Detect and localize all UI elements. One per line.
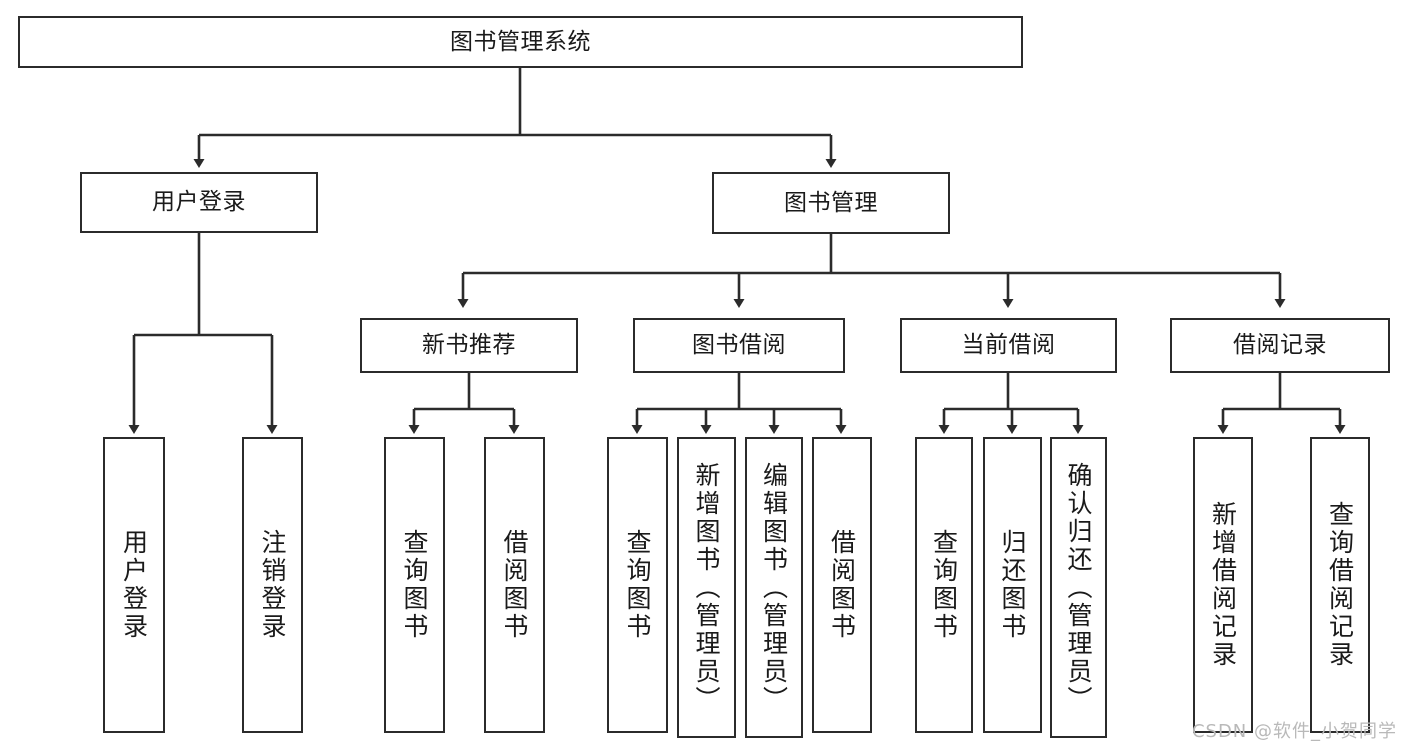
node-leaf-query-record-label: 查询借阅记录 (1325, 501, 1355, 669)
node-leaf-query-book-2[interactable]: 查询图书 (607, 437, 668, 733)
edges-currentborrow-to-leaves (938, 373, 1084, 434)
node-leaf-borrow-book-1-label: 借阅图书 (500, 529, 529, 641)
node-root-label: 图书管理系统 (450, 28, 591, 55)
node-book-borrow-label: 图书借阅 (692, 332, 786, 359)
node-leaf-query-book-1[interactable]: 查询图书 (384, 437, 445, 733)
node-leaf-add-record[interactable]: 新增借阅记录 (1193, 437, 1253, 733)
node-leaf-edit-book-label: 编辑图书（管理员） (759, 461, 789, 714)
node-leaf-user-login[interactable]: 用户登录 (103, 437, 165, 733)
node-leaf-logout-login-label: 注销登录 (258, 529, 287, 641)
watermark: CSDN @软件_小贺同学 (1191, 721, 1397, 742)
node-new-book-rec-label: 新书推荐 (422, 332, 516, 359)
node-leaf-add-record-label: 新增借阅记录 (1208, 501, 1238, 669)
edges-root-to-level2 (193, 68, 837, 168)
edges-bookborrow-to-leaves (631, 373, 847, 434)
node-user-login[interactable]: 用户登录 (80, 172, 318, 233)
node-book-manage-label: 图书管理 (784, 189, 878, 216)
node-leaf-query-book-1-label: 查询图书 (400, 529, 429, 641)
node-leaf-query-book-3[interactable]: 查询图书 (915, 437, 973, 733)
node-borrow-record-label: 借阅记录 (1233, 332, 1327, 359)
node-leaf-query-book-2-label: 查询图书 (623, 529, 652, 641)
node-leaf-user-login-label: 用户登录 (119, 529, 149, 641)
edges-bookmanage-to-level3 (457, 234, 1286, 308)
node-book-manage[interactable]: 图书管理 (712, 172, 950, 234)
node-current-borrow[interactable]: 当前借阅 (900, 318, 1117, 373)
edges-borrowrecord-to-leaves (1217, 373, 1346, 434)
node-leaf-query-record[interactable]: 查询借阅记录 (1310, 437, 1370, 733)
node-leaf-add-book-label: 新增图书（管理员） (692, 461, 721, 714)
node-current-borrow-label: 当前借阅 (961, 332, 1056, 359)
node-leaf-add-book[interactable]: 新增图书（管理员） (677, 437, 736, 738)
node-borrow-record[interactable]: 借阅记录 (1170, 318, 1390, 373)
node-leaf-confirm-return-label: 确认归还（管理员） (1064, 461, 1093, 714)
node-leaf-return-book-label: 归还图书 (998, 529, 1027, 641)
node-leaf-borrow-book-2[interactable]: 借阅图书 (812, 437, 872, 733)
node-leaf-borrow-book-1[interactable]: 借阅图书 (484, 437, 545, 733)
node-leaf-edit-book[interactable]: 编辑图书（管理员） (745, 437, 803, 738)
node-leaf-borrow-book-2-label: 借阅图书 (827, 529, 857, 641)
node-new-book-rec[interactable]: 新书推荐 (360, 318, 578, 373)
node-leaf-return-book[interactable]: 归还图书 (983, 437, 1042, 733)
edges-newbookrec-to-leaves (408, 373, 520, 434)
node-leaf-confirm-return[interactable]: 确认归还（管理员） (1050, 437, 1107, 738)
node-user-login-label: 用户登录 (152, 189, 246, 216)
node-leaf-logout-login[interactable]: 注销登录 (242, 437, 303, 733)
node-book-borrow[interactable]: 图书借阅 (633, 318, 845, 373)
node-leaf-query-book-3-label: 查询图书 (929, 529, 959, 641)
edges-userlogin-to-leaves (128, 233, 278, 434)
node-root[interactable]: 图书管理系统 (18, 16, 1023, 68)
